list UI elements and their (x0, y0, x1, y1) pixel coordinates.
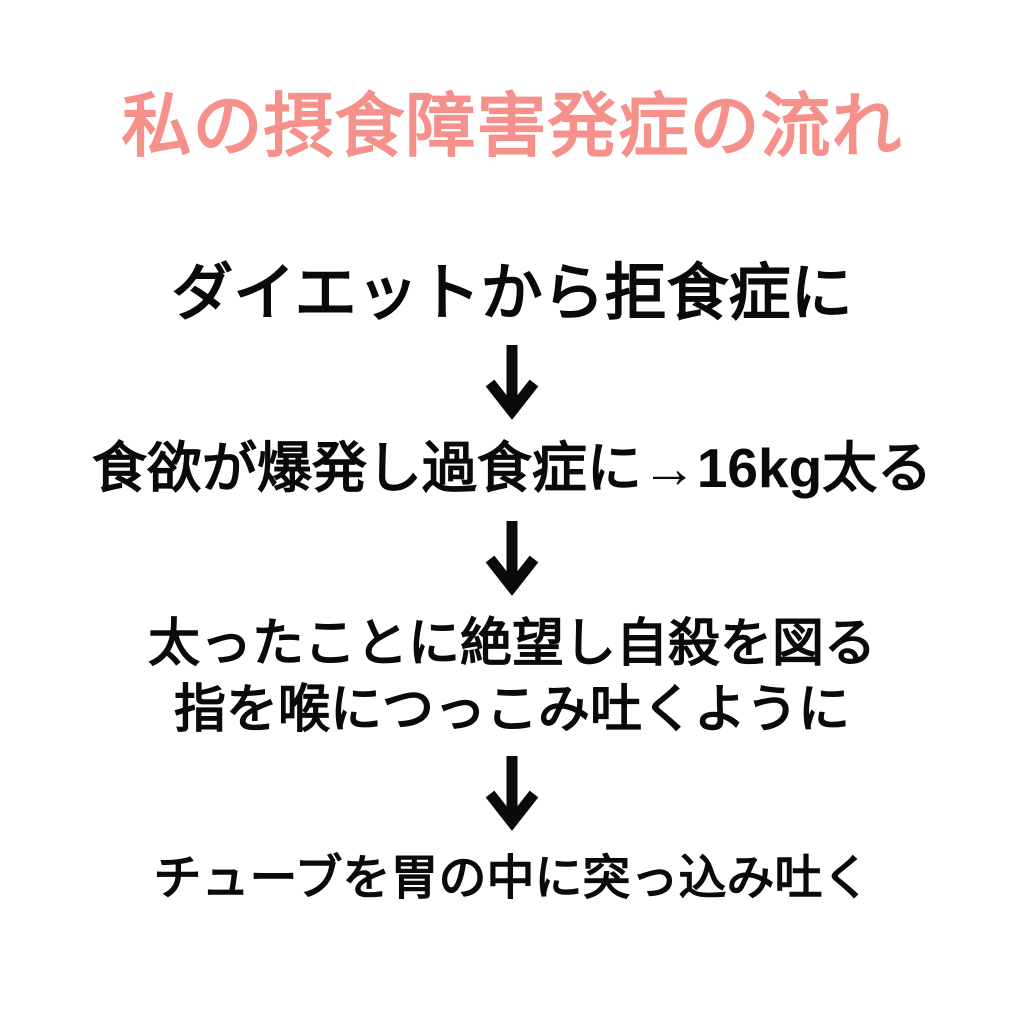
down-arrow-icon (483, 519, 541, 597)
down-arrow-icon (483, 343, 541, 421)
flow-step-3: 太ったことに絶望し自殺を図る 指を喉につっこみ吐くように (148, 611, 876, 744)
page-title: 私の摂食障害発症の流れ (121, 87, 903, 165)
flow-step-3-line-1: 太ったことに絶望し自殺を図る (147, 614, 876, 673)
flow-step-4-text: チューブを胃の中に突っ込み吐く (153, 851, 871, 905)
flow-step-3-line-2: 指を喉につっこみ吐くように (173, 681, 850, 740)
flow-step-1-text: ダイエットから拒食症に (171, 258, 853, 328)
down-arrow-icon (483, 754, 541, 832)
flow-step-2-text: 食欲が爆発し過食症に→16kg太る (91, 436, 933, 499)
